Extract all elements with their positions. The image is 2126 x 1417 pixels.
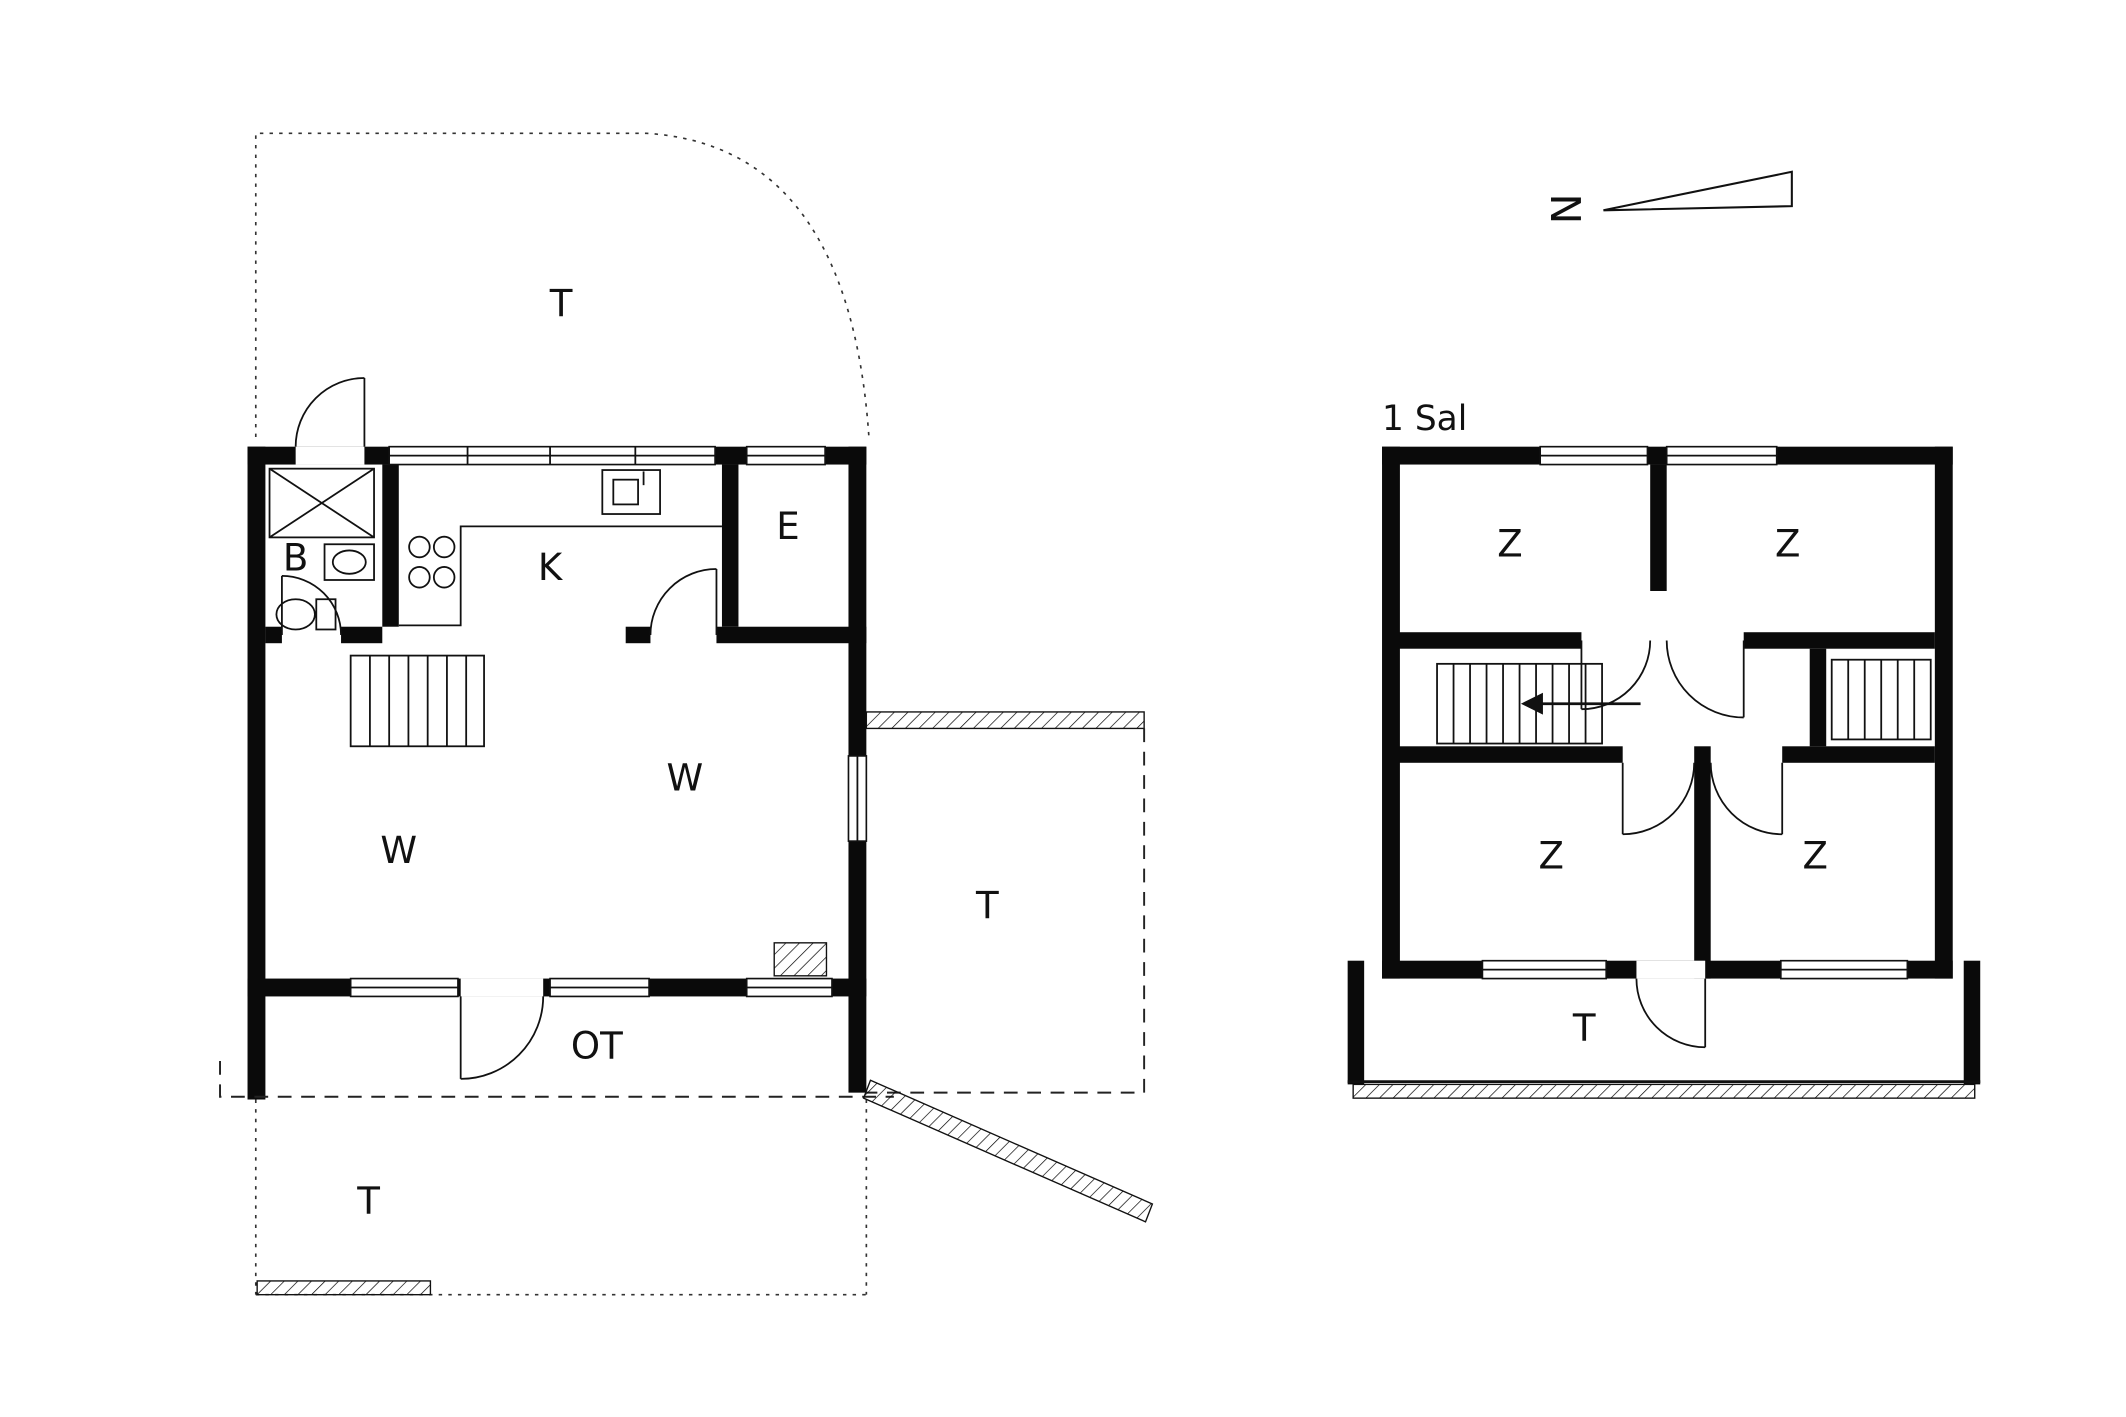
covered-terrace-door (459, 996, 545, 1080)
entry-window (745, 445, 826, 466)
ff-window-bottom-right (1780, 959, 1909, 980)
room-label-kitchen: K (538, 546, 564, 589)
room-label-covered-terrace: OT (571, 1024, 623, 1067)
ground-floor-plan: T B K E W W T OT T (219, 132, 1154, 1296)
room-label-living-lower: W (380, 829, 417, 872)
ff-door-bedroom-ne (1665, 640, 1745, 719)
terrace-door-gap (460, 978, 544, 997)
bath-bottom-wall-seg2 (341, 626, 383, 644)
ff-terrace-door (1635, 978, 1707, 1049)
living-right-window (847, 755, 868, 842)
kitchen-sink (601, 469, 661, 515)
first-floor-plan: 1 Sal (1347, 399, 1981, 1099)
room-label-living-upper: W (666, 756, 703, 799)
ff-window-top-right (1665, 445, 1778, 466)
kitchen-entry-divider-wall (721, 464, 739, 627)
room-label-terrace-right: T (975, 884, 999, 927)
covered-terrace-boundary (219, 1061, 894, 1098)
terrace-bottom-outline (254, 1099, 868, 1296)
terrace-right-outline (865, 711, 1146, 1094)
ramp-path (862, 1079, 1154, 1223)
entry-bottom-wall-seg1 (625, 626, 651, 644)
stove-burners (408, 535, 456, 589)
ff-outer-wall-left (1382, 446, 1400, 979)
ff-hall-wall-upper-left (1398, 632, 1582, 649)
ff-closet-wall (1809, 648, 1827, 747)
ff-hall-wall-upper-right (1743, 632, 1935, 649)
fireplace-stove (773, 942, 828, 977)
ff-door-bedroom-nw (1580, 640, 1652, 711)
living-bottom-window-1 (349, 977, 459, 998)
kitchen-window (388, 445, 716, 466)
ff-window-bottom-left (1481, 959, 1608, 980)
kitchen-counter (398, 525, 722, 627)
outer-wall-left (247, 446, 266, 1100)
entry-door (649, 568, 718, 635)
room-label-bedroom-se: Z (1802, 835, 1827, 878)
shower (268, 467, 375, 539)
room-label-bedroom-ne: Z (1775, 523, 1800, 566)
bath-exterior-door-gap (295, 446, 365, 465)
north-arrow-icon (1603, 170, 1793, 212)
stairs-ground (349, 654, 485, 748)
wardrobe (1830, 658, 1932, 741)
living-bottom-window-2 (549, 977, 650, 998)
room-label-terrace-top: T (549, 282, 573, 325)
ff-hall-wall-lower-left (1398, 746, 1623, 763)
bath-bottom-wall-seg1 (265, 626, 282, 644)
room-label-bedroom-nw: Z (1497, 523, 1522, 566)
ff-door-bedroom-se (1709, 762, 1784, 836)
first-floor-title: 1 Sal (1382, 399, 1467, 439)
bath-sink (323, 543, 375, 581)
ff-terrace-door-gap (1636, 960, 1706, 979)
north-compass: N (1541, 170, 1793, 224)
ff-bottom-rooms-divider (1694, 746, 1711, 979)
ff-top-rooms-divider (1650, 464, 1667, 591)
toilet (275, 598, 337, 631)
terrace-top-outline (254, 132, 870, 440)
bath-exterior-door (294, 377, 366, 447)
ff-door-bedroom-sw (1621, 762, 1696, 836)
bath-right-wall (382, 464, 399, 627)
entry-bottom-wall-seg2 (716, 626, 867, 644)
ff-hall-wall-lower-right (1782, 746, 1935, 763)
ff-terrace (1347, 960, 1981, 1099)
room-label-bedroom-sw: Z (1538, 835, 1563, 878)
living-bottom-window-3 (745, 977, 833, 998)
ff-outer-wall-right (1934, 446, 1953, 979)
room-label-bath: B (283, 536, 308, 579)
ff-window-top-left (1539, 445, 1649, 466)
stair-direction-arrow (1520, 692, 1641, 715)
room-label-ff-terrace: T (1572, 1006, 1596, 1049)
north-letter: N (1541, 193, 1589, 224)
room-label-terrace-bottom: T (356, 1180, 380, 1223)
room-label-entry: E (776, 505, 799, 548)
